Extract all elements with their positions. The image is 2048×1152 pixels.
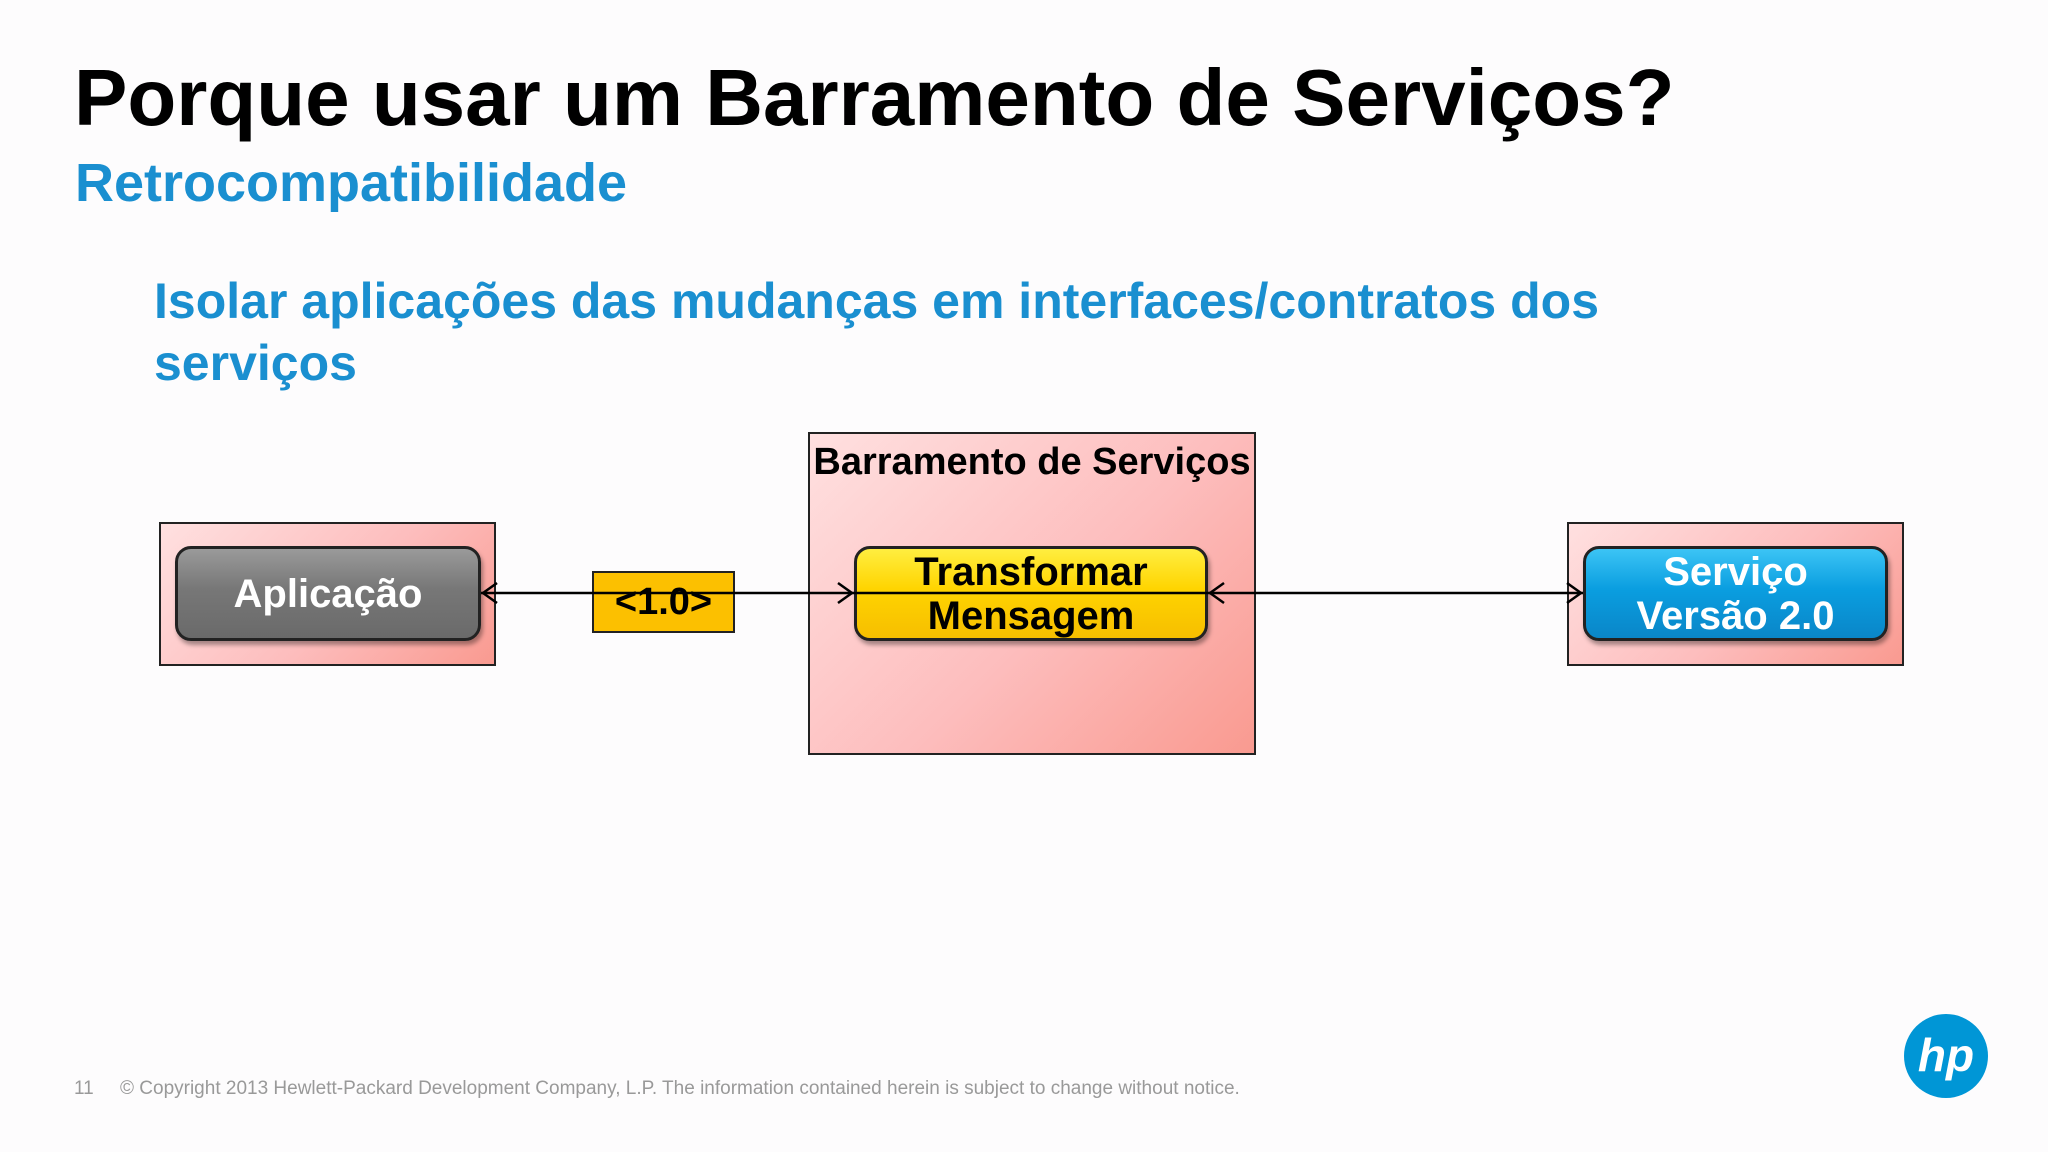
- hp-logo-icon: hp: [1904, 1014, 1988, 1098]
- service-label: Serviço Versão 2.0: [1636, 549, 1835, 638]
- slide-subtitle: Retrocompatibilidade: [75, 153, 628, 213]
- service-bus-label: Barramento de Serviços: [813, 441, 1251, 483]
- application-node: Aplicação: [175, 546, 481, 641]
- arrowhead-right-service: [1566, 581, 1584, 605]
- page-number: 11: [74, 1078, 94, 1099]
- slide-title: Porque usar um Barramento de Serviços?: [74, 53, 1675, 142]
- application-label: Aplicação: [233, 571, 423, 616]
- service-node: Serviço Versão 2.0: [1583, 546, 1888, 641]
- arrowhead-right-transform: [837, 581, 855, 605]
- arrowhead-left-transform: [1207, 581, 1225, 605]
- version-tag: <1.0>: [592, 571, 735, 633]
- bullet-text: Isolar aplicações das mudanças em interf…: [154, 273, 1600, 391]
- arrowhead-left-app: [480, 581, 498, 605]
- transform-label: Transformar Mensagem: [914, 549, 1148, 638]
- version-tag-label: <1.0>: [614, 580, 713, 623]
- copyright-notice: © Copyright 2013 Hewlett-Packard Develop…: [120, 1078, 1240, 1099]
- svg-text:hp: hp: [1918, 1029, 1974, 1081]
